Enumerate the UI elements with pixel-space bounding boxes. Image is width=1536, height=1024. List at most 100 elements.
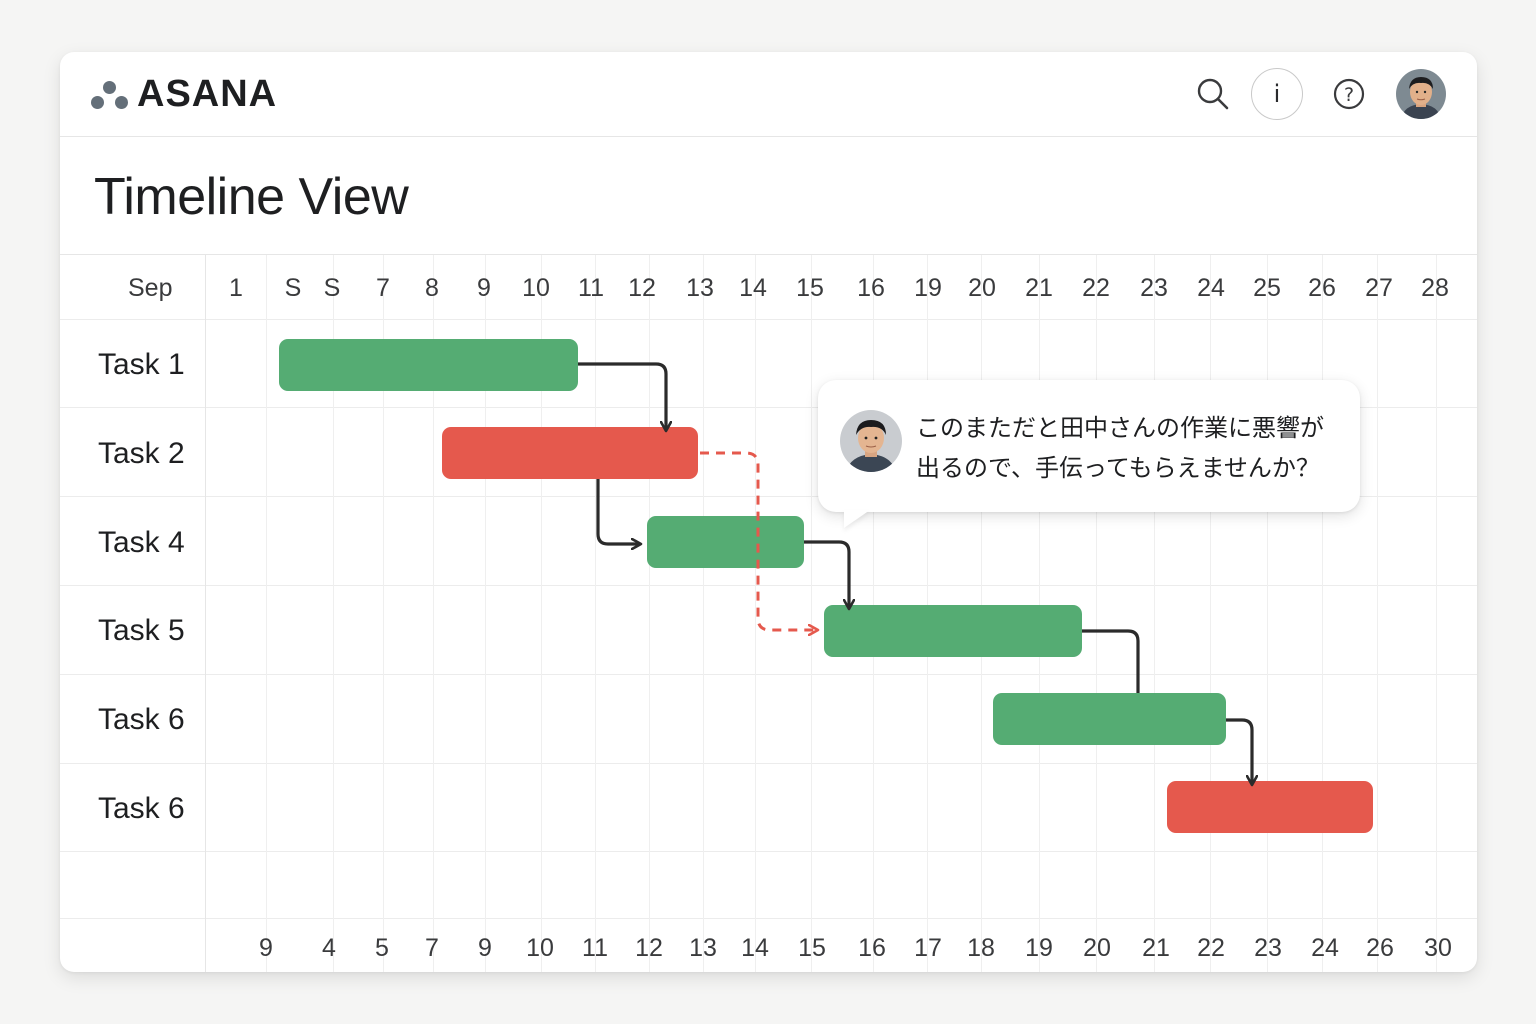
top-date[interactable]: 28 [1421,274,1449,302]
top-date[interactable]: 14 [739,274,767,302]
row-divider [60,496,1477,497]
top-date[interactable]: 12 [628,274,656,302]
bottom-date: 14 [741,934,769,962]
title-row: Timeline View [60,137,1477,255]
column-divider [333,255,334,972]
timeline-grid: Sep 1 S S 7 8 9 10 11 12 13 14 15 16 19 … [60,255,1477,972]
label-column-divider [205,255,206,972]
bottom-date: 16 [858,934,886,962]
column-divider [595,255,596,972]
comment-bubble[interactable]: このまただと田中さんの作業に悪響が 出るので、手伝ってもらえませんか？ [818,380,1360,528]
bottom-date: 5 [375,934,389,962]
top-date[interactable]: 13 [686,274,714,302]
column-divider [433,255,434,972]
column-divider [1377,255,1378,972]
column-divider [1267,255,1268,972]
bottom-date: 21 [1142,934,1170,962]
column-divider [811,255,812,972]
page-title: Timeline View [94,168,409,226]
task-label[interactable]: Task 6 [98,703,185,736]
column-divider [383,255,384,972]
column-divider [1096,255,1097,972]
top-date[interactable]: 22 [1082,274,1110,302]
bottom-date: 13 [689,934,717,962]
bottom-date: 19 [1025,934,1053,962]
task-bar-task-1[interactable] [279,339,578,391]
asana-logo[interactable]: ASANA [90,72,278,115]
top-date[interactable]: 19 [914,274,942,302]
row-divider [60,674,1477,675]
top-date[interactable]: S [323,274,341,302]
bottom-date: 24 [1311,934,1339,962]
column-divider [266,255,267,972]
task-bar-task-6-second[interactable] [1167,781,1373,833]
task-label[interactable]: Task 6 [98,792,185,825]
top-date[interactable]: 27 [1365,274,1393,302]
column-divider [1154,255,1155,972]
top-date[interactable]: 8 [425,274,439,302]
task-label[interactable]: Task 4 [98,526,185,559]
task-bar-task-2[interactable] [442,427,698,479]
top-date[interactable]: 11 [578,274,604,302]
comment-text: このまただと田中さんの作業に悪響が 出るので、手伝ってもらえませんか？ [916,408,1346,488]
user-avatar[interactable] [1396,69,1446,119]
timeline-card: ASANA i ? [60,52,1477,972]
bottom-date: 4 [322,934,336,962]
bottom-date: 22 [1197,934,1225,962]
top-date[interactable]: 23 [1140,274,1168,302]
asana-logo-icon [90,76,130,112]
bottom-date: 7 [425,934,439,962]
dependency-arrow [596,479,640,544]
info-button[interactable]: i [1251,68,1303,120]
task-label[interactable]: Task 2 [98,437,185,470]
bottom-date: 15 [798,934,826,962]
bottom-date: 18 [967,934,995,962]
row-divider [60,585,1477,586]
comment-line: 出るので、手伝ってもらえませんか？ [916,454,1320,482]
help-button[interactable]: ? [1323,68,1375,120]
bottom-date: 30 [1424,934,1452,962]
top-date[interactable]: 1 [229,274,243,302]
row-divider [60,407,1477,408]
svg-text:?: ? [1344,84,1354,106]
search-icon [1197,78,1229,110]
task-bar-task-6[interactable] [993,693,1226,745]
task-bar-task-5[interactable] [824,605,1082,657]
column-divider [1322,255,1323,972]
top-date[interactable]: 20 [968,274,996,302]
row-divider [60,763,1477,764]
blocked-dependency-arrow [700,451,817,630]
column-divider [541,255,542,972]
top-date[interactable]: 7 [376,274,390,302]
top-date[interactable]: S [284,274,302,302]
top-date[interactable]: 26 [1308,274,1336,302]
header-divider [60,319,1477,320]
info-icon: i [1273,80,1281,108]
search-button[interactable] [1187,68,1239,120]
top-date[interactable]: 15 [796,274,824,302]
task-label[interactable]: Task 5 [98,614,185,647]
top-date[interactable]: 10 [522,274,550,302]
bottom-date: 23 [1254,934,1282,962]
column-divider [703,255,704,972]
dependency-connectors [578,362,1477,972]
dependency-arrow [578,362,666,430]
month-label: Sep [128,274,173,302]
bottom-date: 17 [914,934,942,962]
bottom-date: 11 [582,934,608,962]
top-date[interactable]: 24 [1197,274,1225,302]
row-divider [60,851,1477,852]
bottom-date: 12 [635,934,663,962]
footer-divider [60,918,1477,919]
top-date[interactable]: 25 [1253,274,1281,302]
top-bar: ASANA i ? [60,52,1477,137]
commenter-avatar[interactable] [840,410,902,472]
bottom-date: 10 [526,934,554,962]
top-date[interactable]: 16 [857,274,885,302]
logo-text: ASANA [137,72,278,115]
task-label[interactable]: Task 1 [98,348,185,381]
task-bar-task-4[interactable] [647,516,804,568]
top-date[interactable]: 9 [477,274,491,302]
column-divider [755,255,756,972]
top-date[interactable]: 21 [1025,274,1053,302]
